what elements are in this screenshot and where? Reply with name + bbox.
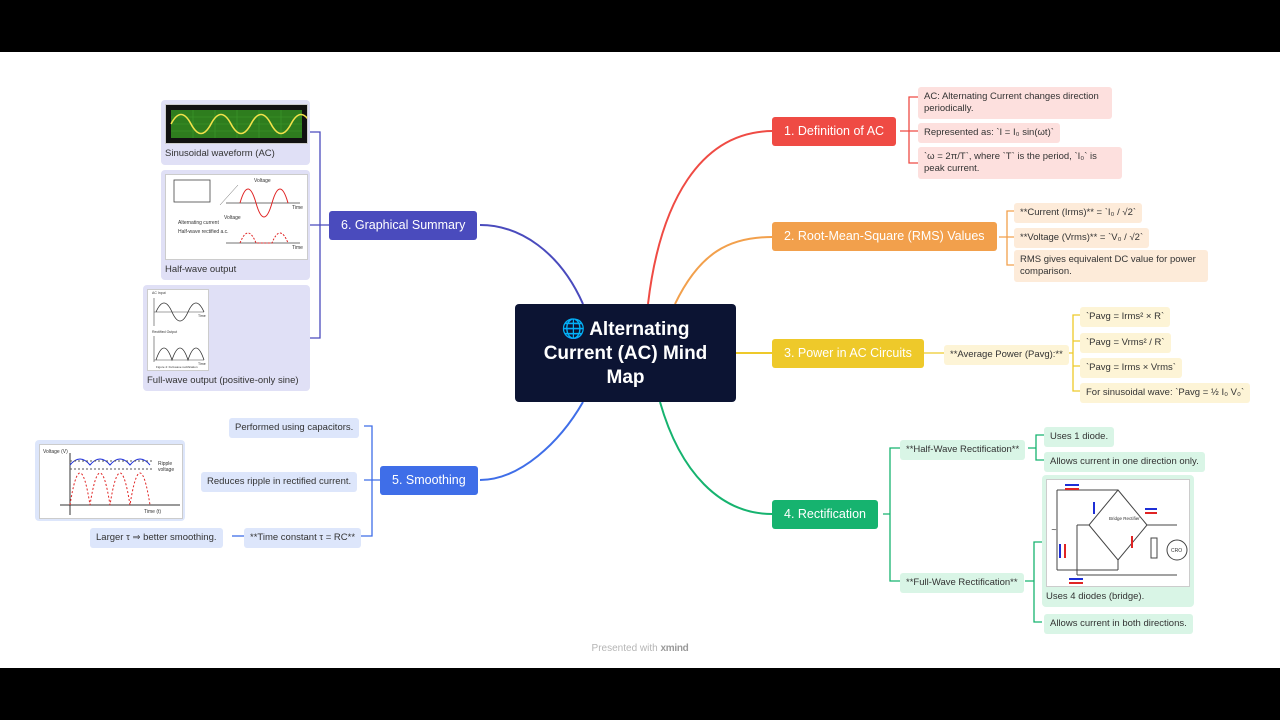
power-average-node[interactable]: **Average Power (Pavg):** bbox=[944, 345, 1069, 365]
branch-graphical[interactable]: 6. Graphical Summary bbox=[329, 211, 478, 240]
branch-smoothing-label: 5. Smoothing bbox=[392, 473, 466, 487]
full-wave-card[interactable]: AC Input Time Rectified Output Time Figu… bbox=[143, 285, 310, 391]
branch-power-label: 3. Power in AC Circuits bbox=[784, 346, 912, 360]
half-label-voltage-1: Voltage bbox=[254, 178, 271, 184]
definition-item-1[interactable]: AC: Alternating Current changes directio… bbox=[918, 87, 1112, 119]
half-wave-image: Voltage Time Voltage Time Alternating cu… bbox=[165, 174, 308, 260]
full-wave-svg bbox=[153, 298, 205, 362]
bridge-circuit-svg: CRO Bridge Rectifier ~ bbox=[1051, 484, 1188, 584]
sine-caption: Sinusoidal waveform (AC) bbox=[165, 148, 275, 159]
xmind-logo[interactable]: xmind bbox=[660, 643, 689, 654]
bridge-caption: Uses 4 diodes (bridge). bbox=[1046, 591, 1145, 602]
smoothing-item-1[interactable]: Performed using capacitors. bbox=[229, 418, 360, 438]
half-label-voltage-2: Voltage bbox=[224, 215, 241, 221]
branch-graphical-label: 6. Graphical Summary bbox=[341, 218, 466, 232]
rms-item-1[interactable]: **Current (Irms)** = `I₀ / √2` bbox=[1014, 203, 1143, 223]
half-label-ac: Alternating current bbox=[178, 220, 219, 226]
definition-item-3[interactable]: `ω = 2π/T`, where `T` is the period, `I₀… bbox=[918, 147, 1122, 179]
smoothing-item-2[interactable]: Reduces ripple in rectified current. bbox=[201, 472, 358, 492]
half-label-time-2: Time bbox=[292, 245, 303, 251]
half-wave-svg bbox=[173, 179, 300, 244]
rms-item-3[interactable]: RMS gives equivalent DC value for power … bbox=[1014, 250, 1208, 282]
definition-item-2[interactable]: Represented as: `I = I₀ sin(ωt)` bbox=[918, 123, 1060, 143]
full-wave-node[interactable]: **Full-Wave Rectification** bbox=[900, 573, 1024, 593]
graph-ripple-label: Ripple voltage bbox=[158, 461, 175, 473]
half-wave-caption: Half-wave output bbox=[165, 264, 237, 275]
svg-text:~: ~ bbox=[1051, 526, 1057, 534]
power-item-4[interactable]: For sinusoidal wave: `Pavg = ½ I₀ V₀` bbox=[1080, 383, 1251, 403]
central-topic[interactable]: 🌐Alternating Current (AC) Mind Map bbox=[515, 304, 736, 402]
bridge-rectifier-card[interactable]: CRO Bridge Rectifier ~ Uses 4 diodes (br… bbox=[1042, 475, 1194, 607]
footer-prefix: Presented with bbox=[591, 643, 658, 654]
branch-rms-label: 2. Root-Mean-Square (RMS) Values bbox=[784, 229, 985, 243]
half-wave-card[interactable]: Voltage Time Voltage Time Alternating cu… bbox=[161, 170, 310, 280]
rms-item-2[interactable]: **Voltage (Vrms)** = `V₀ / √2` bbox=[1014, 228, 1150, 248]
power-item-2[interactable]: `Pavg = Vrms² / R` bbox=[1080, 333, 1171, 353]
half-label-rectified: Half-wave rectified a.c. bbox=[178, 229, 229, 235]
full-label-rectified: Rectified Output bbox=[152, 330, 178, 334]
oscilloscope-svg bbox=[170, 110, 307, 138]
full-label-time-1: Time bbox=[198, 314, 206, 318]
full-label-figure: Figure 4: Full-wave rectification bbox=[156, 365, 198, 369]
branch-smoothing[interactable]: 5. Smoothing bbox=[380, 466, 478, 495]
central-title: Alternating Current (AC) Mind Map bbox=[543, 318, 708, 388]
graph-ylabel: Voltage (V) bbox=[43, 449, 68, 455]
cro-label: CRO bbox=[1171, 548, 1182, 554]
branch-definition[interactable]: 1. Definition of AC bbox=[772, 117, 897, 146]
mind-map-canvas: 🌐Alternating Current (AC) Mind Map 1. De… bbox=[0, 52, 1280, 668]
half-wave-node[interactable]: **Half-Wave Rectification** bbox=[900, 440, 1026, 460]
graph-xlabel: Time (t) bbox=[144, 509, 162, 515]
branch-rms[interactable]: 2. Root-Mean-Square (RMS) Values bbox=[772, 222, 997, 251]
full-label-ac-input: AC Input bbox=[152, 291, 166, 295]
power-item-3[interactable]: `Pavg = Irms × Vrms` bbox=[1080, 358, 1182, 378]
time-constant-item[interactable]: Larger τ ⇒ better smoothing. bbox=[90, 528, 223, 548]
connector-lines bbox=[232, 96, 1080, 623]
full-label-time-2: Time bbox=[198, 362, 206, 366]
footer: Presented with xmind bbox=[0, 643, 1280, 654]
time-constant-node[interactable]: **Time constant τ = RC** bbox=[244, 528, 362, 548]
branch-power[interactable]: 3. Power in AC Circuits bbox=[772, 339, 924, 368]
smoothing-graph: Voltage (V) Time (t) Ripple voltage bbox=[39, 444, 183, 519]
sine-waveform-card[interactable]: Sinusoidal waveform (AC) bbox=[161, 100, 310, 165]
half-label-time-1: Time bbox=[292, 205, 303, 211]
branch-rectification[interactable]: 4. Rectification bbox=[772, 500, 878, 529]
half-wave-item-2[interactable]: Allows current in one direction only. bbox=[1044, 452, 1205, 472]
bridge-rectifier-diagram: CRO Bridge Rectifier ~ bbox=[1046, 479, 1190, 587]
globe-icon: 🌐 bbox=[561, 317, 586, 340]
full-wave-caption: Full-wave output (positive-only sine) bbox=[147, 375, 299, 386]
smoothing-graph-card[interactable]: Voltage (V) Time (t) Ripple voltage bbox=[35, 440, 185, 521]
full-wave-item-1[interactable]: Allows current in both directions. bbox=[1044, 614, 1193, 634]
half-wave-item-1[interactable]: Uses 1 diode. bbox=[1044, 427, 1115, 447]
full-wave-image: AC Input Time Rectified Output Time Figu… bbox=[147, 289, 209, 371]
power-item-1[interactable]: `Pavg = Irms² × R` bbox=[1080, 307, 1171, 327]
oscilloscope-image bbox=[165, 104, 308, 144]
bridge-label: Bridge Rectifier bbox=[1109, 516, 1140, 521]
branch-rectification-label: 4. Rectification bbox=[784, 507, 866, 521]
branch-definition-label: 1. Definition of AC bbox=[784, 124, 885, 138]
ripple-graph-svg bbox=[60, 453, 180, 515]
